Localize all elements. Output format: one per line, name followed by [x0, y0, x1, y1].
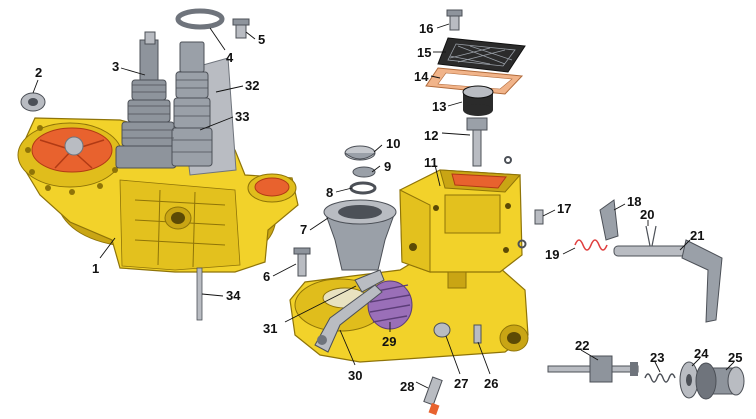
washer-part-8 — [349, 181, 377, 195]
callout-22: 22 — [575, 338, 589, 353]
input-shaft-hub — [64, 136, 84, 156]
gear-teeth — [122, 79, 212, 153]
callout-34: 34 — [226, 288, 241, 303]
mainshaft-tip — [144, 31, 156, 45]
spring-part-23 — [644, 373, 676, 383]
callout-27: 27 — [454, 376, 468, 391]
screw-part-17 — [534, 209, 544, 225]
selector-finger-part-31 — [354, 269, 385, 293]
gear-shafts-assembly — [115, 31, 237, 176]
seal-part-13 — [462, 85, 494, 116]
pins-part-20 — [645, 225, 657, 247]
output-rod-part-34 — [196, 267, 203, 321]
callout-leaders — [32, 23, 735, 389]
shift-side-port — [447, 271, 467, 289]
callout-32: 32 — [245, 78, 259, 93]
callout-1: 1 — [92, 261, 99, 276]
bushing-part-2 — [20, 92, 46, 112]
callout-5: 5 — [258, 32, 265, 47]
callout-15: 15 — [417, 45, 431, 60]
callout-30: 30 — [348, 368, 362, 383]
callout-8: 8 — [326, 185, 333, 200]
small-washers — [504, 156, 527, 249]
callout-14: 14 — [414, 69, 429, 84]
tower-front-window — [444, 194, 501, 234]
callout-18: 18 — [627, 194, 641, 209]
callout-10: 10 — [386, 136, 400, 151]
lever-part-18 — [599, 199, 619, 241]
washer-part-24 — [679, 361, 699, 399]
side-screw — [473, 324, 482, 344]
callout-9: 9 — [384, 159, 391, 174]
housing-side-bore — [254, 177, 290, 197]
switch-part-28 — [423, 376, 443, 416]
callout-17: 17 — [557, 201, 571, 216]
bearing-housing-part-7 — [323, 199, 397, 271]
callout-24: 24 — [694, 346, 709, 361]
callout-21: 21 — [690, 228, 704, 243]
shaft-part-22 — [547, 355, 639, 383]
flange-bolt-holes — [25, 125, 118, 195]
gear-cluster-secondary — [171, 41, 213, 167]
plug-part-10 — [344, 145, 376, 161]
main-gearbox-housing — [17, 117, 299, 273]
callout-28: 28 — [400, 379, 414, 394]
housing-boss-hole — [171, 212, 185, 224]
callout-11: 11 — [424, 155, 438, 170]
callout-23: 23 — [650, 350, 664, 365]
callout-2: 2 — [35, 65, 42, 80]
callout-13: 13 — [432, 99, 446, 114]
gear-cluster-primary — [115, 39, 177, 169]
selector-lever-part-30 — [314, 284, 383, 353]
bolt-part-6 — [293, 247, 311, 277]
callout-31: 31 — [263, 321, 277, 336]
callout-4: 4 — [226, 50, 234, 65]
tower-bolt-holes — [409, 203, 511, 253]
shift-shaft-part-21 — [613, 239, 723, 323]
callout-20: 20 — [640, 207, 654, 222]
callout-19: 19 — [545, 247, 559, 262]
cover-part-15 — [437, 37, 526, 73]
tower-top-bore — [451, 173, 507, 189]
side-plug — [433, 322, 451, 338]
callout-12: 12 — [424, 128, 438, 143]
callout-7: 7 — [300, 222, 307, 237]
callout-29: 29 — [382, 334, 396, 349]
spring-part-19 — [574, 239, 608, 251]
callout-25: 25 — [728, 350, 742, 365]
shift-tower-side — [399, 189, 431, 273]
nut-part-9 — [352, 166, 376, 178]
callout-6: 6 — [263, 269, 270, 284]
shift-rod-part-12 — [466, 117, 488, 167]
bolt-part-16 — [446, 9, 463, 31]
callout-labels: 1 2 3 4 5 6 7 8 9 10 11 12 13 14 15 16 1… — [35, 21, 742, 394]
callout-26: 26 — [484, 376, 498, 391]
retaining-ring-part-4 — [175, 8, 225, 30]
shift-end-boss-hole — [507, 332, 521, 344]
callout-16: 16 — [419, 21, 433, 36]
bolt-part-5 — [232, 18, 250, 39]
callout-3: 3 — [112, 59, 119, 74]
gasket-part-14 — [425, 67, 524, 95]
cap-part-25 — [695, 362, 745, 400]
callout-33: 33 — [235, 109, 249, 124]
